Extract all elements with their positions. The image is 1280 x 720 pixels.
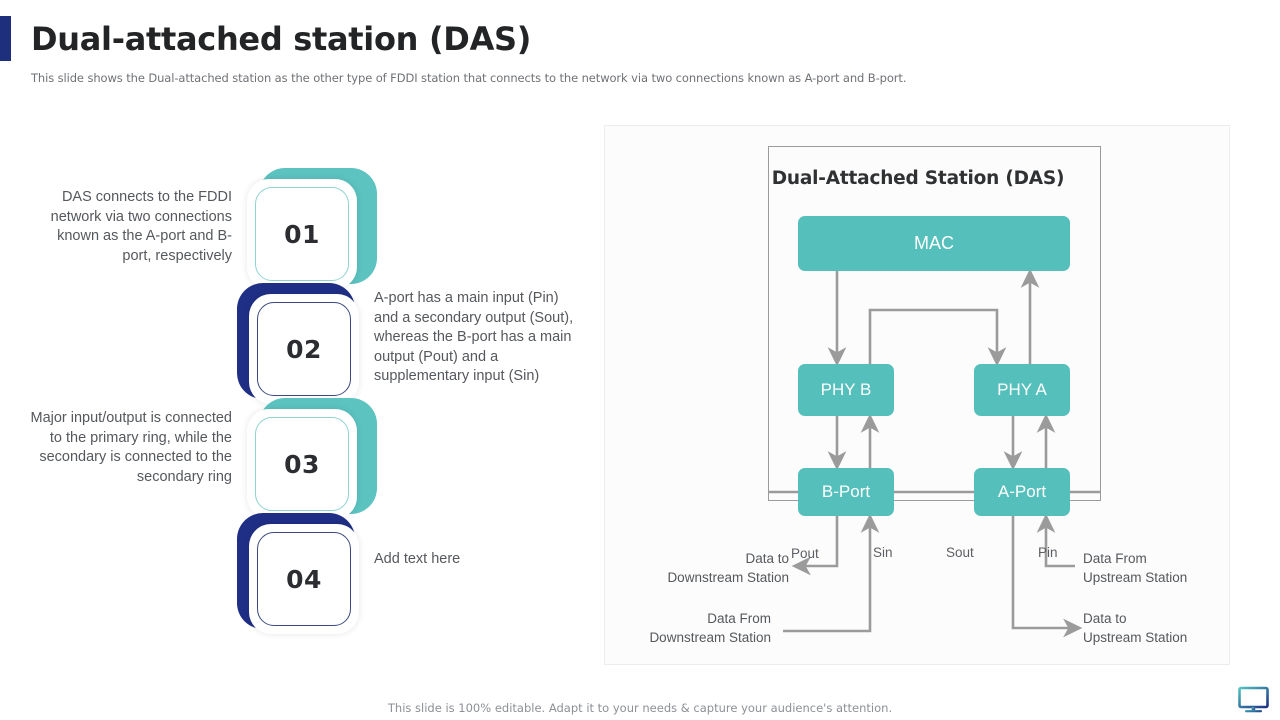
- step-item-04[interactable]: 04 Add text here: [0, 500, 600, 634]
- step-card-bg-01: 01: [247, 179, 357, 289]
- step-number-01: 01: [284, 219, 320, 249]
- title-accent-bar: [0, 16, 11, 61]
- footer-note: This slide is 100% editable. Adapt it to…: [387, 701, 893, 715]
- step-number-04: 04: [286, 564, 322, 594]
- page-title: Dual-attached station (DAS): [31, 19, 532, 58]
- step-text-04: Add text here: [374, 551, 461, 567]
- step-card-02[interactable]: 02: [237, 283, 367, 404]
- step-item-02[interactable]: 02 A-port has a main input (Pin) and a s…: [0, 270, 600, 404]
- step-text-01: DAS connects to the FDDI network via two…: [50, 189, 232, 264]
- block-phy-a[interactable]: PHY A: [974, 364, 1070, 416]
- label-data-from-upstream: Data From Upstream Station: [1083, 551, 1188, 585]
- station-title: Dual-Attached Station (DAS): [771, 168, 1065, 189]
- step-text-02: A-port has a main input (Pin) and a seco…: [374, 290, 574, 384]
- step-card-inner-02: 02: [257, 302, 351, 396]
- step-card-inner-04: 04: [257, 532, 351, 626]
- step-card-04[interactable]: 04: [237, 513, 367, 634]
- step-card-03[interactable]: 03: [247, 398, 377, 519]
- label-sout: Sout: [946, 545, 974, 560]
- block-b-port[interactable]: B-Port: [798, 468, 894, 516]
- step-card-bg-02: 02: [249, 294, 359, 404]
- step-card-bg-03: 03: [247, 409, 357, 519]
- step-item-01[interactable]: DAS connects to the FDDI network via two…: [0, 155, 600, 289]
- page-title-row: Dual-attached station (DAS): [0, 16, 531, 61]
- label-sin: Sin: [873, 545, 893, 560]
- label-data-to-downstream: Data to Downstream Station: [667, 551, 789, 585]
- step-number-03: 03: [284, 449, 320, 479]
- monitor-icon: [1238, 686, 1269, 713]
- step-card-01[interactable]: 01: [247, 168, 377, 289]
- block-mac[interactable]: MAC: [798, 216, 1070, 271]
- steps-list: DAS connects to the FDDI network via two…: [0, 145, 600, 645]
- label-data-from-downstream: Data From Downstream Station: [649, 611, 771, 645]
- page-subtitle: This slide shows the Dual-attached stati…: [31, 71, 907, 85]
- step-text-03: Major input/output is connected to the p…: [30, 410, 232, 485]
- label-data-to-upstream: Data to Upstream Station: [1083, 611, 1188, 645]
- diagram-panel: Dual-Attached Station (DAS): [604, 125, 1230, 665]
- step-item-03[interactable]: Major input/output is connected to the p…: [0, 385, 600, 519]
- step-card-inner-03: 03: [255, 417, 349, 511]
- label-pout: Pout: [791, 546, 819, 561]
- label-pin: Pin: [1038, 545, 1058, 560]
- step-card-bg-04: 04: [249, 524, 359, 634]
- step-number-02: 02: [286, 334, 322, 364]
- step-card-inner-01: 01: [255, 187, 349, 281]
- block-phy-b[interactable]: PHY B: [798, 364, 894, 416]
- block-a-port[interactable]: A-Port: [974, 468, 1070, 516]
- station-boundary-box: [768, 146, 1101, 501]
